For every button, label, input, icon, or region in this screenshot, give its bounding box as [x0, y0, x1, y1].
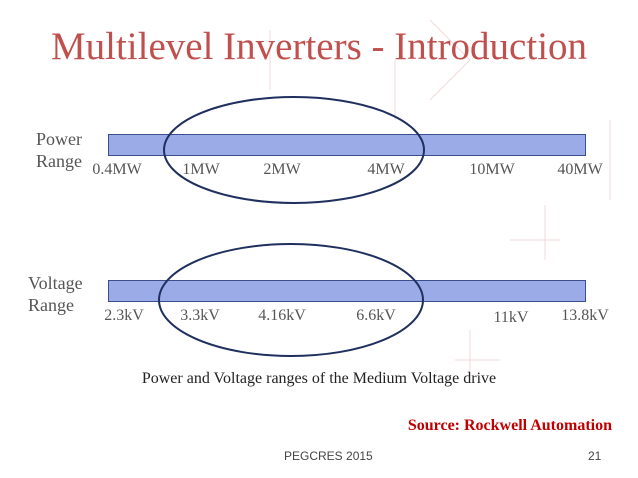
power-tick: 40MW	[557, 161, 603, 178]
voltage-label-line1: Voltage	[28, 273, 83, 293]
power-tick: 10MW	[469, 161, 515, 178]
power-range-label: Power Range	[36, 128, 82, 172]
power-tick: 0.4MW	[92, 161, 142, 178]
source-credit: Source: Rockwell Automation	[407, 417, 612, 434]
voltage-tick: 2.3kV	[104, 307, 144, 324]
page-number: 21	[588, 449, 602, 463]
voltage-highlight-ellipse	[158, 243, 424, 357]
power-tick: 1MW	[182, 161, 220, 178]
voltage-tick: 3.3kV	[180, 307, 220, 324]
power-label-line2: Range	[36, 151, 82, 171]
power-label-line1: Power	[36, 129, 82, 149]
figure-caption: Power and Voltage ranges of the Medium V…	[141, 370, 497, 387]
voltage-tick: 13.8kV	[561, 307, 609, 324]
power-tick: 2MW	[263, 161, 301, 178]
power-tick: 4MW	[367, 161, 405, 178]
voltage-tick: 6.6kV	[356, 307, 396, 324]
voltage-label-line2: Range	[28, 295, 74, 315]
footer-text: PEGCRES 2015	[284, 449, 373, 463]
voltage-tick: 4.16kV	[258, 307, 306, 324]
power-highlight-ellipse	[163, 96, 425, 204]
slide-title: Multilevel Inverters - Introduction	[50, 25, 588, 68]
voltage-range-bar	[108, 280, 586, 302]
power-range-bar	[108, 134, 586, 156]
voltage-range-label: Voltage Range	[28, 272, 83, 316]
voltage-tick: 11kV	[493, 309, 529, 326]
